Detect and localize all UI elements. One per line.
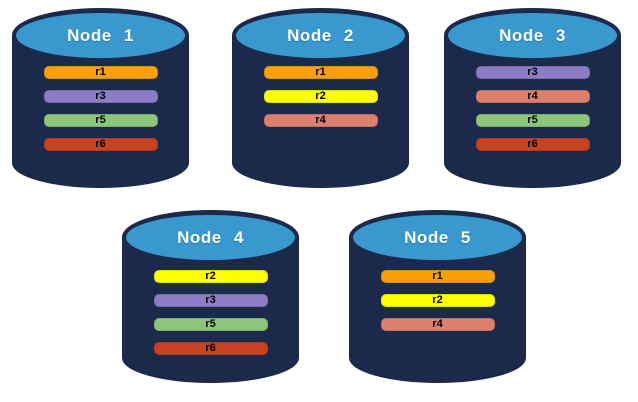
replica-bar: r2: [380, 294, 495, 307]
replica-label: r6: [205, 342, 216, 354]
replica-bar: r1: [263, 66, 378, 79]
replica-bar: r5: [153, 318, 268, 331]
replica-label: r3: [95, 90, 106, 102]
replica-label: r1: [95, 66, 106, 78]
replica-bars: r3 r4 r5 r6: [444, 66, 621, 151]
replica-label: r5: [95, 114, 106, 126]
replica-bar: r3: [475, 66, 590, 79]
replica-label: r6: [95, 138, 106, 150]
replica-label: r1: [315, 66, 326, 78]
node-title: Node 5: [404, 227, 471, 247]
replica-bar: r2: [263, 90, 378, 103]
replica-label: r4: [315, 114, 326, 126]
replica-label: r2: [315, 90, 326, 102]
node-cylinder: Node 4 r2 r3 r5 r6: [122, 210, 299, 383]
cylinder-top-ellipse: Node 3: [448, 13, 617, 58]
replica-label: r2: [432, 294, 443, 306]
replica-label: r4: [527, 90, 538, 102]
replica-bar: r4: [263, 114, 378, 127]
replica-bars: r1 r2 r4: [349, 270, 526, 331]
replica-label: r4: [432, 318, 443, 330]
replica-bar: r3: [153, 294, 268, 307]
node-cylinder: Node 1 r1 r3 r5 r6: [12, 8, 189, 188]
node-title: Node 2: [287, 25, 354, 45]
replica-bar: r1: [43, 66, 158, 79]
replica-bar: r1: [380, 270, 495, 283]
replica-bar: r6: [43, 138, 158, 151]
replica-label: r5: [527, 114, 538, 126]
replica-label: r6: [527, 138, 538, 150]
node-title: Node 4: [177, 227, 244, 247]
replica-bar: r2: [153, 270, 268, 283]
cylinder-top-ellipse: Node 5: [353, 215, 522, 260]
node-cylinder: Node 3 r3 r4 r5 r6: [444, 8, 621, 188]
replica-label: r5: [205, 318, 216, 330]
replica-bar: r5: [43, 114, 158, 127]
replica-bars: r2 r3 r5 r6: [122, 270, 299, 355]
node-cylinder: Node 5 r1 r2 r4: [349, 210, 526, 383]
cylinder-top-ellipse: Node 4: [126, 215, 295, 260]
cylinder-top-ellipse: Node 2: [236, 13, 405, 58]
replica-bar: r6: [153, 342, 268, 355]
cylinder-top-ellipse: Node 1: [16, 13, 185, 58]
replica-label: r3: [527, 66, 538, 78]
replica-bar: r5: [475, 114, 590, 127]
node-cylinder: Node 2 r1 r2 r4: [232, 8, 409, 188]
node-title: Node 1: [67, 25, 134, 45]
replica-label: r2: [205, 270, 216, 282]
replica-bars: r1 r3 r5 r6: [12, 66, 189, 151]
replica-label: r1: [432, 270, 443, 282]
replica-bar: r6: [475, 138, 590, 151]
replica-bar: r4: [475, 90, 590, 103]
replica-bar: r4: [380, 318, 495, 331]
node-title: Node 3: [499, 25, 566, 45]
replica-label: r3: [205, 294, 216, 306]
replica-bars: r1 r2 r4: [232, 66, 409, 127]
replica-bar: r3: [43, 90, 158, 103]
